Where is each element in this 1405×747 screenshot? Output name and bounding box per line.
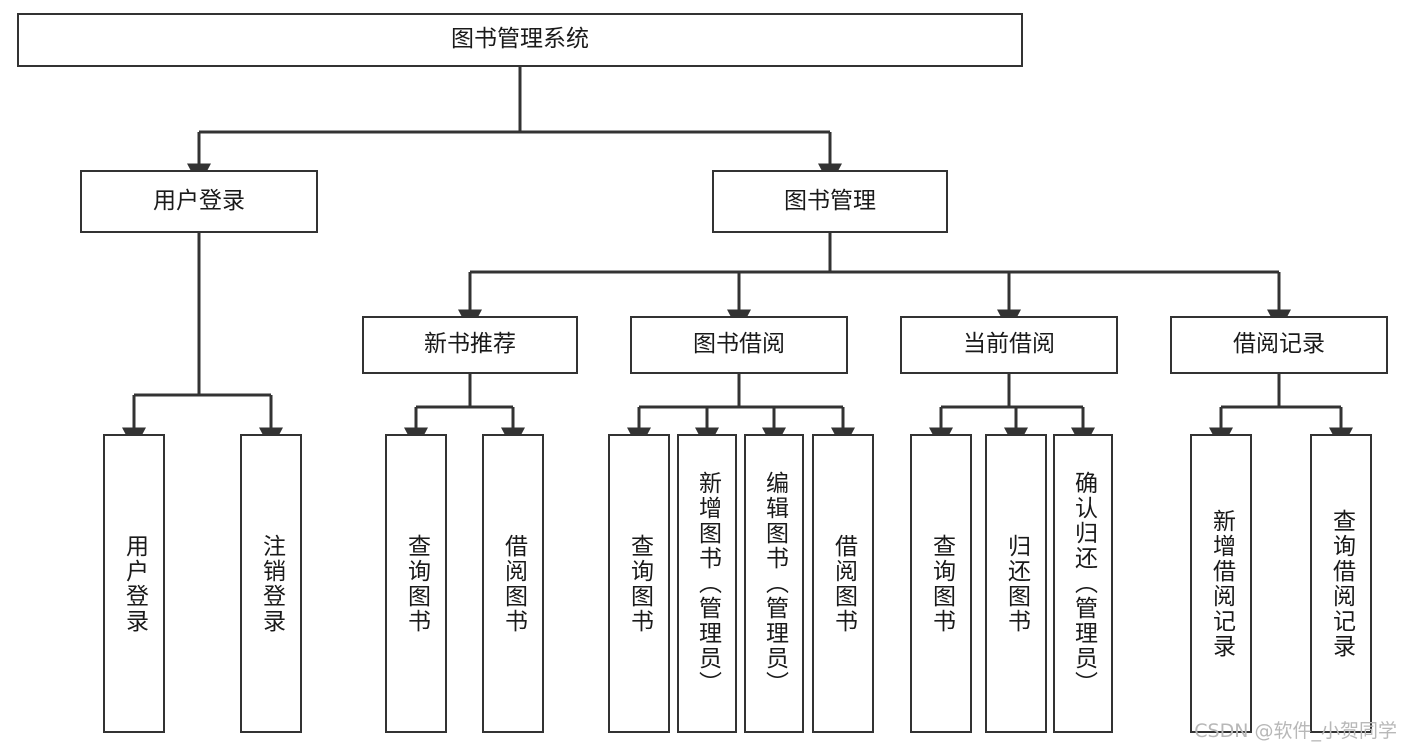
leaf-record-query-record[interactable]: 查询借阅记录 <box>1310 434 1372 733</box>
leaf-user-logout-label: 注销登录 <box>258 533 285 634</box>
node-current-borrow-label: 当前借阅 <box>963 331 1055 358</box>
node-new-book-recommend-label: 新书推荐 <box>424 331 516 358</box>
leaf-borrow-borrow-book[interactable]: 借阅图书 <box>812 434 874 733</box>
leaf-record-query-record-label: 查询借阅记录 <box>1328 508 1355 659</box>
leaf-current-confirm-return-admin-label: 确认归还（管理员） <box>1070 471 1097 696</box>
leaf-borrow-edit-book-admin[interactable]: 编辑图书（管理员） <box>744 434 804 733</box>
leaf-record-add-record-label: 新增借阅记录 <box>1208 508 1235 659</box>
leaf-current-query-book[interactable]: 查询图书 <box>910 434 972 733</box>
leaf-user-logout[interactable]: 注销登录 <box>240 434 302 733</box>
leaf-borrow-query-book-label: 查询图书 <box>626 533 653 634</box>
leaf-current-query-book-label: 查询图书 <box>928 533 955 634</box>
leaf-newbook-query-book[interactable]: 查询图书 <box>385 434 447 733</box>
leaf-borrow-edit-book-admin-label: 编辑图书（管理员） <box>761 471 788 696</box>
leaf-current-confirm-return-admin[interactable]: 确认归还（管理员） <box>1053 434 1113 733</box>
leaf-borrow-query-book[interactable]: 查询图书 <box>608 434 670 733</box>
leaf-user-login[interactable]: 用户登录 <box>103 434 165 733</box>
node-book-management-module-label: 图书管理 <box>784 187 876 214</box>
leaf-borrow-add-book-admin-label: 新增图书（管理员） <box>694 471 721 696</box>
watermark-text: CSDN @软件_小贺同学 <box>1194 720 1397 742</box>
leaf-current-return-book-label: 归还图书 <box>1003 533 1030 634</box>
leaf-newbook-borrow-book-label: 借阅图书 <box>500 533 527 634</box>
node-book-borrow-label: 图书借阅 <box>693 331 785 358</box>
leaf-record-add-record[interactable]: 新增借阅记录 <box>1190 434 1252 733</box>
node-borrow-record-label: 借阅记录 <box>1233 331 1325 358</box>
node-user-login-module[interactable]: 用户登录 <box>80 170 318 233</box>
leaf-newbook-query-book-label: 查询图书 <box>403 533 430 634</box>
leaf-borrow-borrow-book-label: 借阅图书 <box>830 533 857 634</box>
node-new-book-recommend[interactable]: 新书推荐 <box>362 316 578 374</box>
node-book-borrow[interactable]: 图书借阅 <box>630 316 848 374</box>
node-root[interactable]: 图书管理系统 <box>17 13 1023 67</box>
leaf-current-return-book[interactable]: 归还图书 <box>985 434 1047 733</box>
node-root-label: 图书管理系统 <box>451 26 589 53</box>
node-current-borrow[interactable]: 当前借阅 <box>900 316 1118 374</box>
leaf-user-login-label: 用户登录 <box>121 533 148 634</box>
leaf-newbook-borrow-book[interactable]: 借阅图书 <box>482 434 544 733</box>
node-borrow-record[interactable]: 借阅记录 <box>1170 316 1388 374</box>
node-user-login-module-label: 用户登录 <box>153 187 245 214</box>
leaf-borrow-add-book-admin[interactable]: 新增图书（管理员） <box>677 434 737 733</box>
node-book-management-module[interactable]: 图书管理 <box>712 170 948 233</box>
